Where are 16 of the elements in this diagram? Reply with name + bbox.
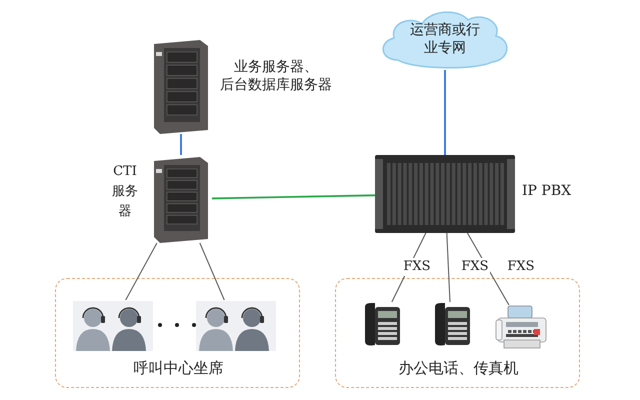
dashed-group-frame (335, 278, 580, 388)
connector-line (125, 242, 158, 300)
group-title: 呼叫中心坐席 (132, 359, 224, 377)
device-label: 业务服务器、后台数据库服务器 (219, 58, 333, 94)
edge-label: FXS (402, 258, 432, 276)
dashed-group-frame (55, 278, 300, 388)
connector-line (180, 134, 182, 155)
device-label: IP PBX (522, 182, 572, 200)
connector-line (212, 194, 376, 200)
connector-line (199, 242, 225, 300)
connector-line (444, 70, 446, 155)
cloud-label: 运营商或行业专网 (409, 21, 481, 57)
group-title: 办公电话、传真机 (398, 359, 520, 377)
edge-label: FXS (460, 258, 490, 276)
device-label: CTI 服务器 (112, 163, 138, 221)
connector-line (446, 232, 450, 302)
